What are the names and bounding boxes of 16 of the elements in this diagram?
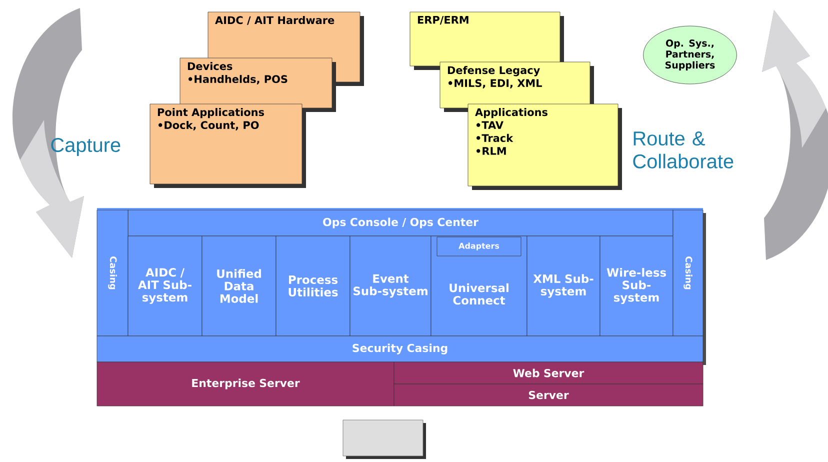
info-card: Point Applications •Dock, Count, PO	[150, 104, 306, 188]
subsystem-box: Event Sub-system	[350, 236, 432, 336]
subsystem-box: AIDC / AIT Sub-system	[128, 236, 202, 336]
section-label: Capture	[51, 138, 120, 156]
server-band: Web Server	[394, 362, 704, 384]
casing-band: Casing	[672, 210, 704, 336]
server-band: Server	[394, 384, 704, 406]
subsystem-box: Process Utilities	[276, 236, 350, 336]
subsystem-box: Unified Data Model	[202, 236, 276, 336]
casing-band: Casing	[96, 210, 128, 336]
adapt-button	[342, 420, 426, 459]
subsystem-box: Wire-less Sub-system	[600, 236, 674, 336]
section-label: Route & Collaborate	[633, 132, 734, 168]
subsystem-box: XML Sub-system	[526, 236, 600, 336]
server-band: Enterprise Server	[96, 362, 394, 406]
info-card: Applications •TAV •Track •RLM	[468, 104, 622, 190]
